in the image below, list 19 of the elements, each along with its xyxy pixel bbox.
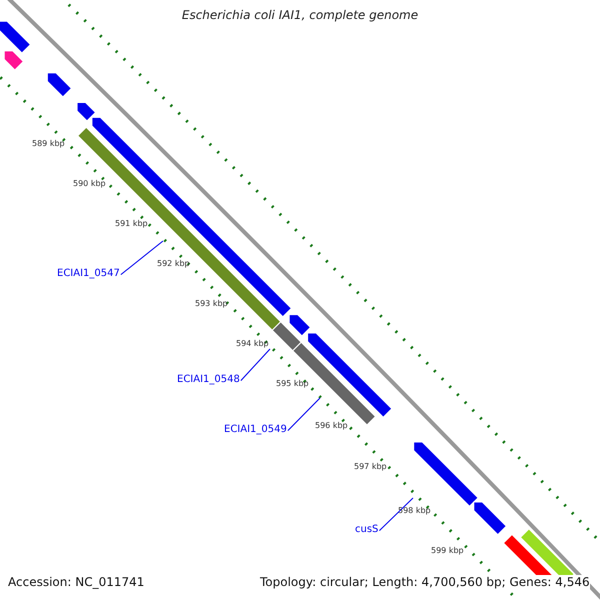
- scale-label: 594 kbp: [236, 339, 269, 348]
- scale-label: 589 kbp: [32, 139, 65, 148]
- scale-label: 591 kbp: [115, 219, 148, 228]
- scale-label: 596 kbp: [315, 421, 348, 430]
- scale-label: 590 kbp: [73, 179, 106, 188]
- scale-label: 593 kbp: [195, 299, 228, 308]
- scale-label: 592 kbp: [157, 259, 190, 268]
- scale-label: 599 kbp: [431, 546, 464, 555]
- scale-label: 598 kbp: [398, 506, 431, 515]
- info-text: Topology: circular; Length: 4,700,560 bp; Genes: 4,546: [260, 575, 590, 589]
- info-text: Accession: NC_011741: [8, 575, 144, 589]
- scale-label: 597 kbp: [354, 462, 387, 471]
- leader-line: [287, 398, 320, 432]
- gene-label: cusS: [355, 524, 378, 535]
- leader-line: [378, 498, 414, 532]
- leader-line: [120, 240, 164, 276]
- leader-line: [240, 348, 270, 382]
- title: Escherichia coli IAI1, complete genome: [180, 8, 420, 22]
- scale-label: 595 kbp: [276, 379, 309, 388]
